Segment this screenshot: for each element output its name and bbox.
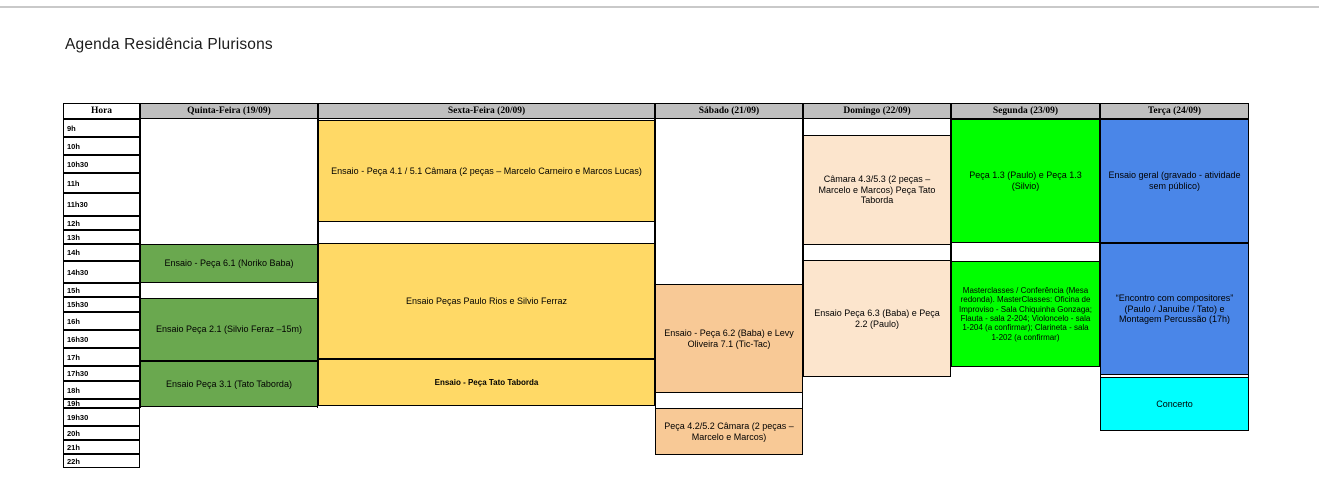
event-block: Ensaio - Peça Tato Taborda	[318, 359, 655, 406]
event-block: Ensaio Peça 3.1 (Tato Taborda)	[140, 361, 318, 407]
time-cell: 12h	[63, 216, 140, 230]
time-cell: 11h	[63, 173, 140, 193]
event-block: Ensaio Peças Paulo Rios e Silvio Ferraz	[318, 243, 655, 359]
event-block: Câmara 4.3/5.3 (2 peças – Marcelo e Marc…	[803, 135, 951, 245]
time-cell: 18h	[63, 381, 140, 399]
day-header-cell: Sábado (21/09)	[655, 103, 803, 119]
top-divider-line	[0, 6, 1319, 8]
time-cell: 14h	[63, 244, 140, 261]
time-cell: 16h	[63, 312, 140, 330]
event-block: “Encontro com compositores” (Paulo / Jan…	[1100, 243, 1249, 375]
time-cell: 20h	[63, 426, 140, 440]
event-block: Ensaio - Peça 6.1 (Noriko Baba)	[140, 244, 318, 283]
hora-header-cell: Hora	[63, 103, 140, 119]
day-header-cell: Terça (24/09)	[1100, 103, 1249, 119]
time-cell: 19h	[63, 399, 140, 408]
time-cell: 19h30	[63, 408, 140, 426]
event-block: Ensaio Peça 6.3 (Baba) e Peça 2.2 (Paulo…	[803, 260, 951, 377]
time-cell: 10h30	[63, 155, 140, 173]
time-cell: 15h	[63, 283, 140, 297]
time-cell: 15h30	[63, 297, 140, 312]
time-cell: 17h30	[63, 366, 140, 381]
event-block: Peça 4.2/5.2 Câmara (2 peças – Marcelo e…	[655, 408, 803, 455]
time-cell: 9h	[63, 119, 140, 137]
page-title: Agenda Residência Plurisons	[65, 36, 273, 53]
day-header-cell: Domingo (22/09)	[803, 103, 951, 119]
event-block: Masterclasses / Conferência (Mesa redond…	[951, 261, 1100, 367]
time-cell: 13h	[63, 230, 140, 244]
time-cell: 10h	[63, 137, 140, 155]
event-block: Ensaio geral (gravado - atividade sem pú…	[1100, 119, 1249, 243]
event-block: Peça 1.3 (Paulo) e Peça 1.3 (Silvio)	[951, 119, 1100, 243]
time-cell: 11h30	[63, 193, 140, 216]
day-header-cell: Segunda (23/09)	[951, 103, 1100, 119]
event-block: Ensaio Peça 2.1 (Silvio Feraz –15m)	[140, 298, 318, 361]
event-block: Concerto	[1100, 377, 1249, 431]
event-block: Ensaio - Peça 6.2 (Baba) e Levy Oliveira…	[655, 284, 803, 393]
day-column	[803, 119, 951, 377]
day-header-cell: Quinta-Feira (19/09)	[140, 103, 318, 119]
day-header-cell: Sexta-Feira (20/09)	[318, 103, 655, 119]
time-cell: 14h30	[63, 261, 140, 283]
day-column	[951, 119, 1100, 367]
time-cell: 17h	[63, 348, 140, 366]
time-cell: 16h30	[63, 330, 140, 348]
time-cell: 22h	[63, 454, 140, 468]
event-block: Ensaio - Peça 4.1 / 5.1 Câmara (2 peças …	[318, 120, 655, 222]
time-cell: 21h	[63, 440, 140, 454]
